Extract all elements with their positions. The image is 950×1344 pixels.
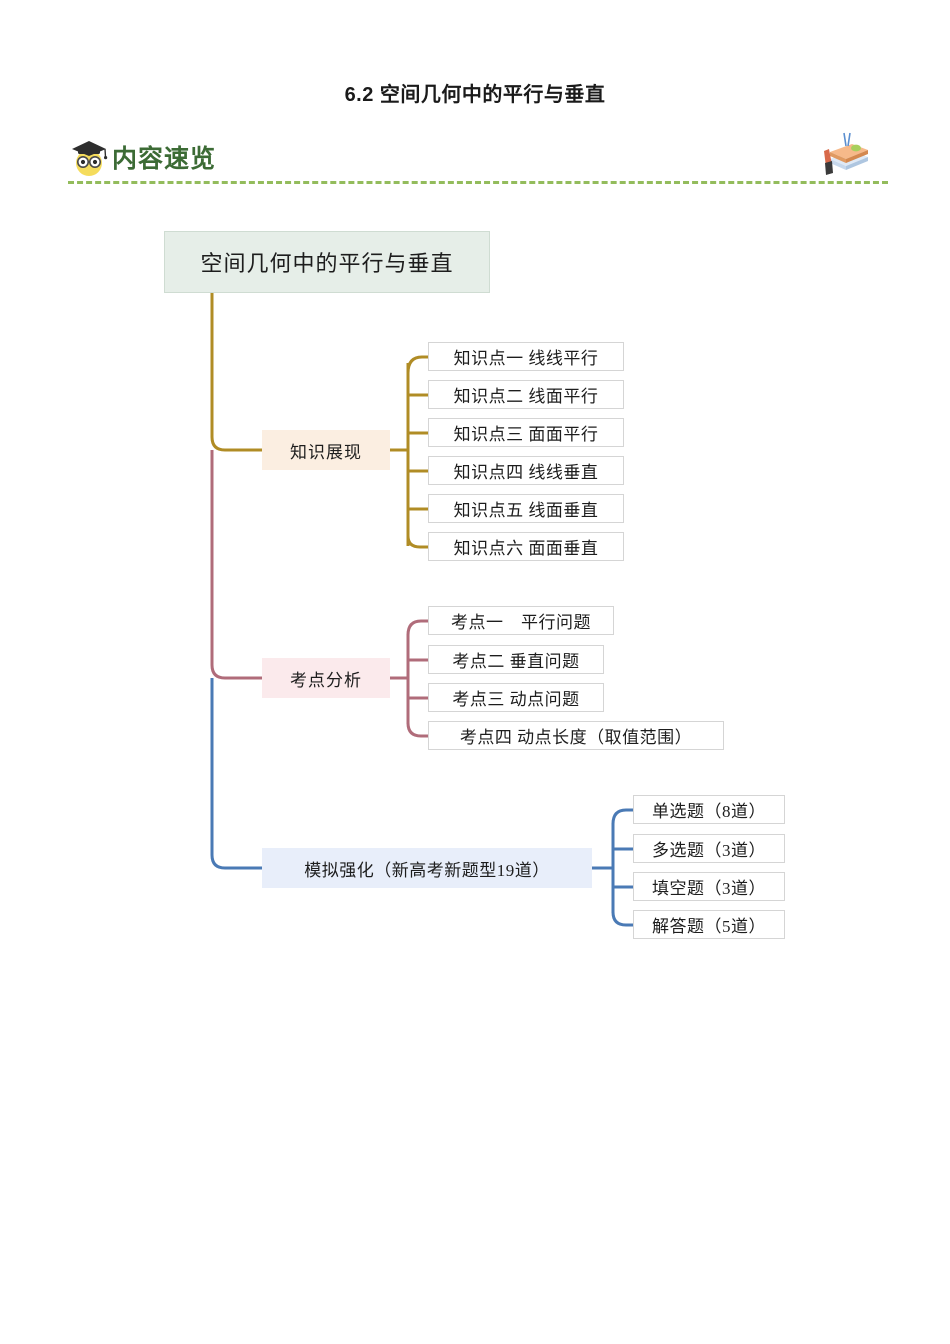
branch-node-exam-points[interactable]: 考点分析 bbox=[262, 658, 390, 698]
leaf-label: 知识点三 面面平行 bbox=[453, 425, 599, 444]
leaf-node-sim-4[interactable]: 解答题（5道） bbox=[633, 910, 785, 939]
leaf-node-sim-1[interactable]: 单选题（8道） bbox=[633, 795, 785, 824]
leaf-node-exam-2[interactable]: 考点二 垂直问题 bbox=[428, 645, 604, 674]
branch-label-exam-points: 考点分析 bbox=[290, 670, 362, 690]
leaf-node-exam-3[interactable]: 考点三 动点问题 bbox=[428, 683, 604, 712]
section-divider bbox=[68, 181, 888, 184]
books-stack-icon bbox=[824, 132, 868, 175]
leaf-label: 考点二 垂直问题 bbox=[452, 652, 580, 671]
leaf-label: 单选题（8道） bbox=[652, 802, 766, 821]
leaf-label: 知识点六 面面垂直 bbox=[453, 539, 599, 558]
leaf-node-sim-3[interactable]: 填空题（3道） bbox=[633, 872, 785, 901]
leaf-label: 解答题（5道） bbox=[652, 917, 766, 936]
leaf-node-exam-1[interactable]: 考点一 平行问题 bbox=[428, 606, 614, 635]
mindmap-root-label: 空间几何中的平行与垂直 bbox=[200, 251, 454, 276]
leaf-label: 考点三 动点问题 bbox=[452, 690, 580, 709]
leaf-node-knowledge-4[interactable]: 知识点四 线线垂直 bbox=[428, 456, 624, 485]
leaf-label: 填空题（3道） bbox=[652, 879, 766, 898]
leaf-label: 考点一 平行问题 bbox=[451, 613, 591, 632]
branch-node-knowledge[interactable]: 知识展现 bbox=[262, 430, 390, 470]
leaf-label: 知识点四 线线垂直 bbox=[453, 463, 599, 482]
leaf-label: 知识点一 线线平行 bbox=[453, 349, 599, 368]
leaf-label: 考点四 动点长度（取值范围） bbox=[459, 728, 693, 747]
leaf-label: 知识点二 线面平行 bbox=[453, 387, 599, 406]
branch-node-simulation[interactable]: 模拟强化（新高考新题型19道） bbox=[262, 848, 592, 888]
mindmap-root-node[interactable]: 空间几何中的平行与垂直 bbox=[164, 231, 490, 293]
leaf-node-knowledge-6[interactable]: 知识点六 面面垂直 bbox=[428, 532, 624, 561]
leaf-node-knowledge-3[interactable]: 知识点三 面面平行 bbox=[428, 418, 624, 447]
branch-label-simulation: 模拟强化（新高考新题型19道） bbox=[304, 860, 550, 880]
branch-label-knowledge: 知识展现 bbox=[290, 442, 362, 462]
page-title: 6.2 空间几何中的平行与垂直 bbox=[344, 84, 606, 106]
leaf-node-knowledge-2[interactable]: 知识点二 线面平行 bbox=[428, 380, 624, 409]
leaf-node-knowledge-5[interactable]: 知识点五 线面垂直 bbox=[428, 494, 624, 523]
graduation-owl-icon bbox=[72, 141, 108, 176]
leaf-node-exam-4[interactable]: 考点四 动点长度（取值范围） bbox=[428, 721, 724, 750]
leaf-label: 知识点五 线面垂直 bbox=[453, 501, 599, 520]
section-header: 内容速览 bbox=[68, 132, 888, 189]
section-title: 内容速览 bbox=[112, 145, 217, 173]
leaf-label: 多选题（3道） bbox=[652, 841, 766, 860]
leaf-node-knowledge-1[interactable]: 知识点一 线线平行 bbox=[428, 342, 624, 371]
leaf-node-sim-2[interactable]: 多选题（3道） bbox=[633, 834, 785, 863]
